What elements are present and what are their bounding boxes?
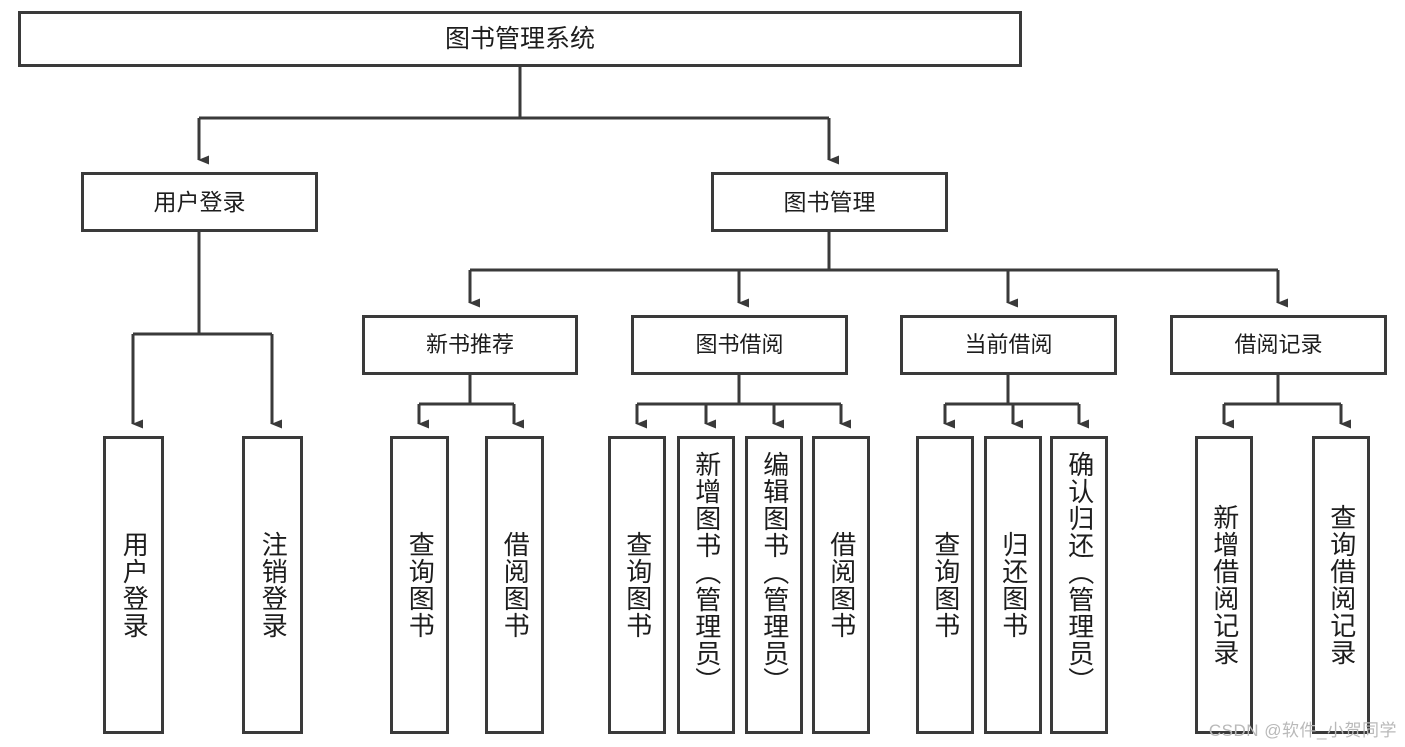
node-label: 借阅图书 [826,531,857,639]
node-current-borrow[interactable]: 当前借阅 [900,315,1117,375]
node-label: 新书推荐 [425,332,514,357]
leaf-borrow-book-recommend[interactable]: 借阅图书 [485,436,544,734]
node-label: 查询图书 [405,531,436,639]
node-label: 借阅记录 [1234,332,1323,357]
leaf-query-book-recommend[interactable]: 查询图书 [390,436,449,734]
node-book-borrow[interactable]: 图书借阅 [631,315,848,375]
node-label: 查询借阅记录 [1326,504,1357,666]
leaf-query-borrow-record[interactable]: 查询借阅记录 [1312,436,1370,734]
node-label: 借阅图书 [500,531,531,639]
node-user-login[interactable]: 用户登录 [81,172,318,232]
node-label: 图书管理 [783,188,876,215]
leaf-borrow-book[interactable]: 借阅图书 [812,436,870,734]
csdn-watermark: CSDN @软件_小贺同学 [1208,721,1397,740]
leaf-confirm-return-admin[interactable]: 确认归还（管理员） [1050,436,1108,734]
node-label: 图书管理系统 [444,24,595,53]
node-book-management[interactable]: 图书管理 [711,172,948,232]
leaf-query-book-borrow[interactable]: 查询图书 [608,436,666,734]
node-label: 用户登录 [119,531,150,639]
node-label: 新增图书（管理员） [691,451,722,694]
leaf-user-login[interactable]: 用户登录 [103,436,164,734]
node-label: 查询图书 [930,531,961,639]
leaf-query-book-current[interactable]: 查询图书 [916,436,974,734]
node-label: 编辑图书（管理员） [759,451,790,694]
node-label: 新增借阅记录 [1209,504,1240,666]
leaf-edit-book-admin[interactable]: 编辑图书（管理员） [745,436,803,734]
node-label: 用户登录 [153,188,246,215]
node-label: 当前借阅 [964,332,1053,357]
leaf-add-book-admin[interactable]: 新增图书（管理员） [677,436,735,734]
node-borrow-record[interactable]: 借阅记录 [1170,315,1387,375]
node-label: 注销登录 [258,531,289,639]
node-root-book-management-system[interactable]: 图书管理系统 [18,11,1022,67]
leaf-add-borrow-record[interactable]: 新增借阅记录 [1195,436,1253,734]
leaf-return-book[interactable]: 归还图书 [984,436,1042,734]
leaf-user-logout[interactable]: 注销登录 [242,436,303,734]
node-label: 查询图书 [622,531,653,639]
node-new-book-recommend[interactable]: 新书推荐 [362,315,578,375]
node-label: 归还图书 [998,531,1029,639]
node-label: 图书借阅 [695,332,784,357]
node-label: 确认归还（管理员） [1064,451,1095,694]
